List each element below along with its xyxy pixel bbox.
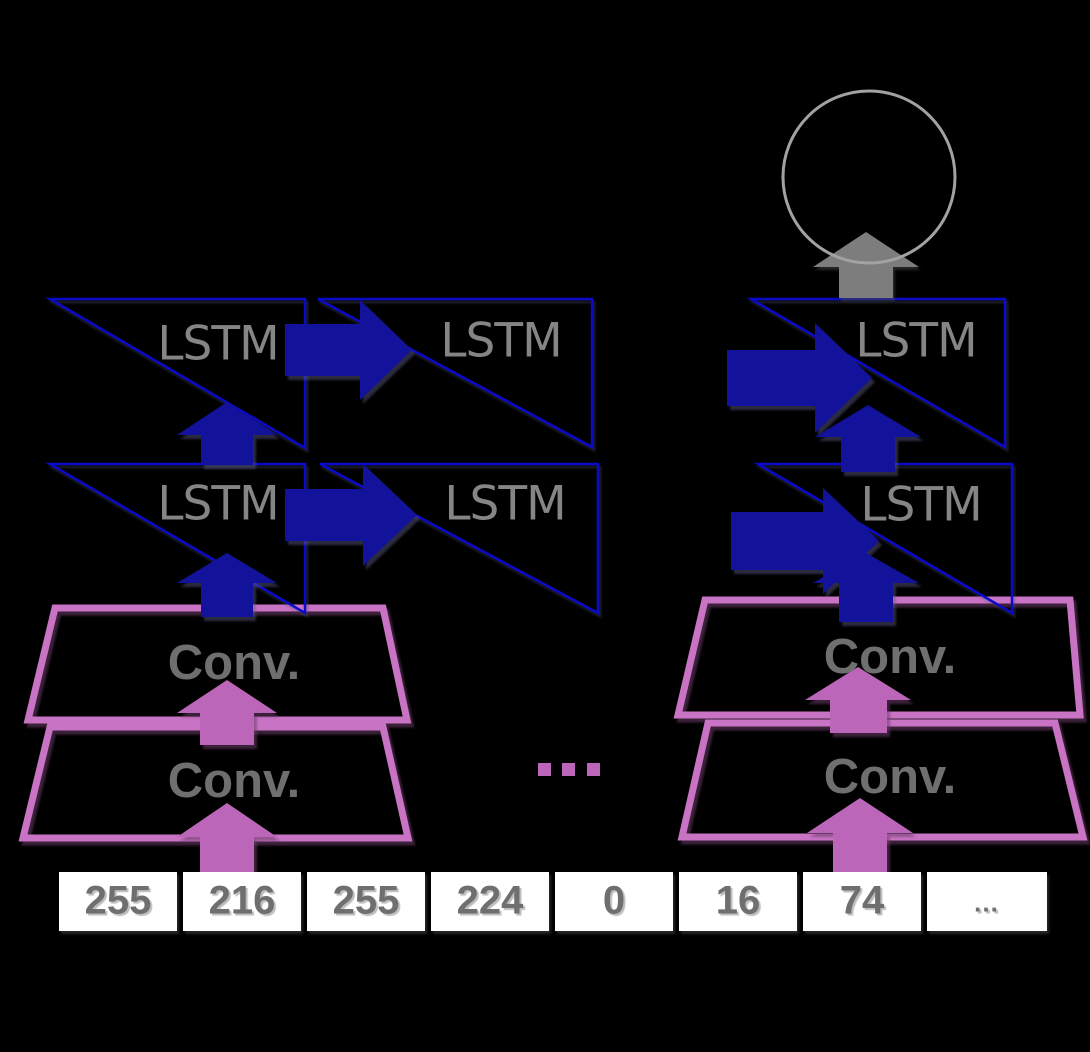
recurrence-arrow-row2-left-icon — [285, 464, 417, 566]
lstm-box-row1-col2 — [317, 297, 594, 450]
output-arrow-icon — [813, 232, 919, 298]
up-arrow-bytes-to-conv-right-icon — [807, 798, 913, 874]
byte-cell — [307, 872, 425, 931]
byte-cell — [927, 872, 1047, 931]
byte-cell — [431, 872, 549, 931]
byte-value-6: 74 — [839, 878, 885, 923]
byte-value-0: 255 — [84, 878, 152, 923]
byte-cell — [803, 872, 921, 931]
recurrence-arrow-row1-left-icon — [285, 300, 412, 400]
up-arrow-conv-to-lstm-left-icon — [177, 553, 277, 617]
ellipsis-dot — [538, 763, 551, 776]
up-arrow-conv1-to-conv2-right-icon — [805, 667, 911, 733]
byte-value-3: 224 — [456, 878, 524, 923]
conv-layer-right-upper — [673, 596, 1084, 719]
conv-label-left-lower: Conv. — [167, 754, 301, 808]
ellipsis-dot — [562, 763, 575, 776]
lstm-label-row2-col2: LSTM — [444, 476, 566, 532]
conv-label-right-lower: Conv. — [823, 750, 957, 804]
conv-layer-right-lower — [677, 719, 1088, 841]
byte-value-2: 255 — [332, 878, 400, 923]
up-arrow-lstm1-to-lstm2-right-icon — [815, 405, 921, 472]
lstm-label-row2-col1: LSTM — [157, 476, 279, 532]
ellipsis-dot — [587, 763, 600, 776]
input-byte-row — [59, 872, 1047, 931]
byte-value-5: 16 — [715, 878, 761, 923]
up-arrow-conv1-to-conv2-left-icon — [177, 680, 277, 745]
up-arrow-bytes-to-conv-left-icon — [177, 803, 277, 874]
byte-value-ellipsis: … — [973, 887, 999, 918]
conv-layer-left-upper — [23, 604, 412, 724]
byte-value-1: 216 — [208, 878, 276, 923]
conv-label-right-upper: Conv. — [823, 630, 957, 684]
byte-cell — [555, 872, 673, 931]
lstm-label-row1-col2: LSTM — [440, 313, 562, 369]
lstm-box-row2-col2 — [319, 462, 600, 616]
column-ellipsis-icon — [538, 763, 600, 776]
byte-value-4: 0 — [602, 878, 626, 923]
byte-cell — [59, 872, 177, 931]
lstm-label-row1-col1: LSTM — [157, 316, 279, 372]
lstm-label-row2-colN: LSTM — [860, 477, 982, 533]
output-node-circle — [781, 89, 957, 265]
recurrence-arrow-row1-right-icon — [727, 323, 872, 433]
conv-label-left-upper: Conv. — [167, 636, 301, 690]
byte-cell — [183, 872, 301, 931]
lstm-box-row1-colN — [746, 297, 1007, 450]
up-arrow-conv-to-lstm-right-icon — [813, 553, 919, 622]
conv-layer-left-lower — [18, 723, 413, 842]
up-arrow-lstm1-to-lstm2-left-icon — [177, 402, 277, 465]
byte-cell — [679, 872, 797, 931]
lstm-label-row1-colN: LSTM — [855, 313, 977, 369]
